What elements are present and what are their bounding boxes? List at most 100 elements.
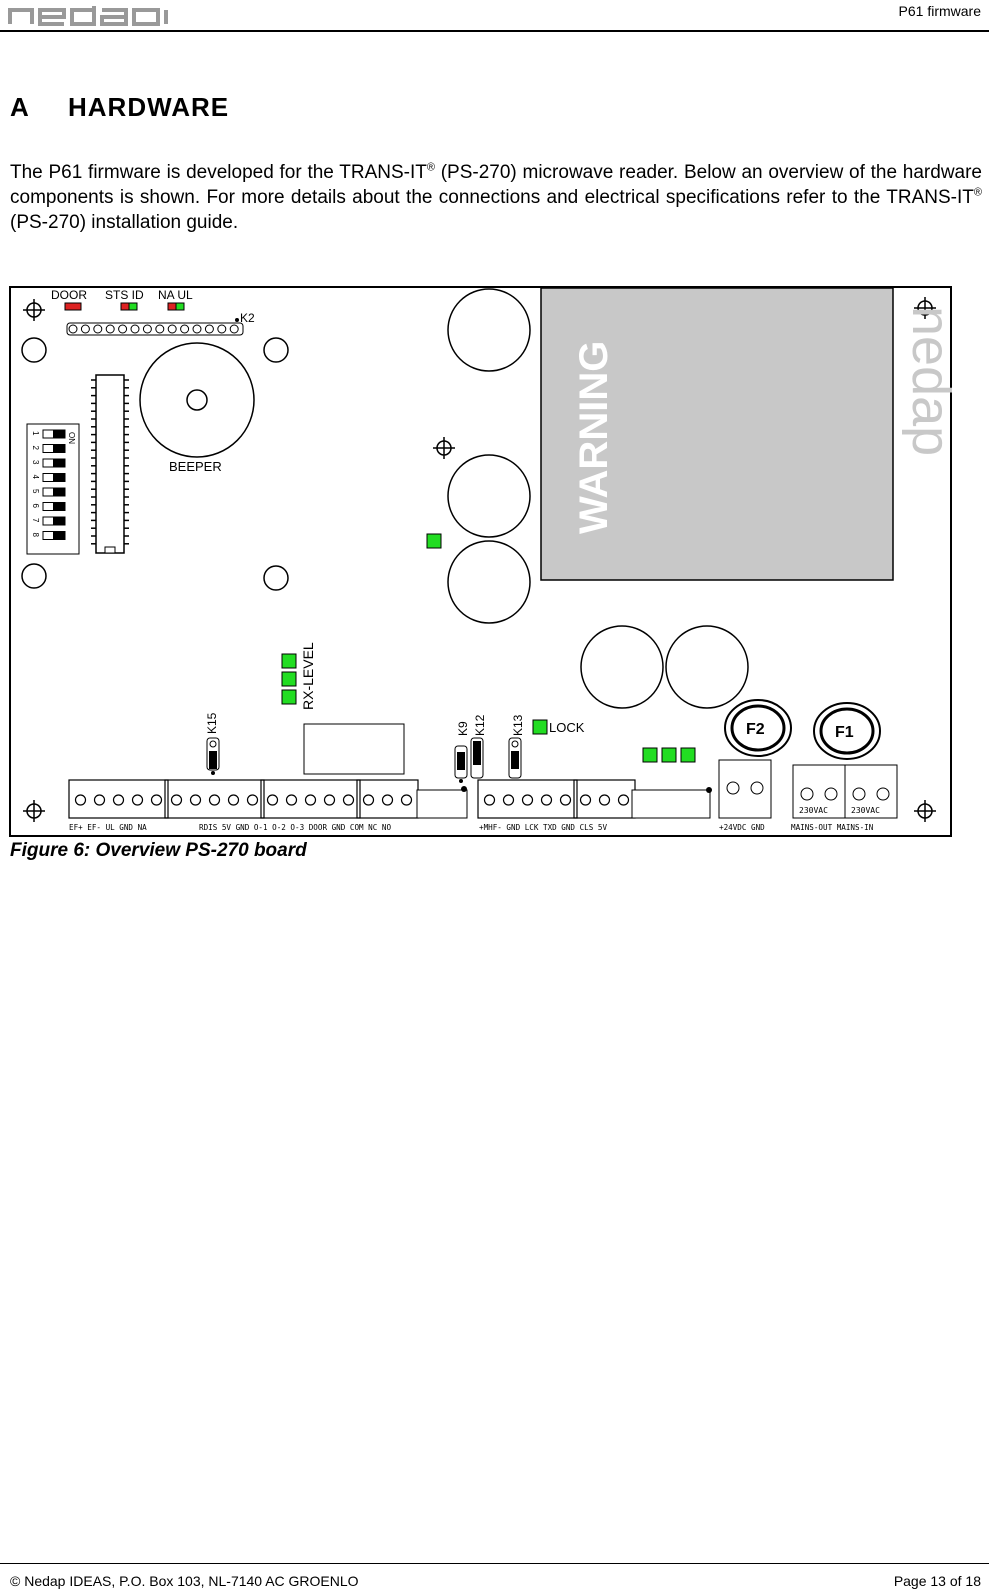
terminal-screw bbox=[400, 794, 413, 806]
k12-jumper bbox=[470, 737, 484, 779]
terminal-screw bbox=[150, 794, 163, 806]
mounting-hole bbox=[21, 563, 47, 589]
terminal-screw bbox=[342, 794, 355, 806]
header-pin bbox=[155, 324, 165, 334]
label-rx-level: RX-LEVEL bbox=[300, 642, 316, 710]
terminal-screw bbox=[227, 794, 240, 806]
label-sts-id: STS ID bbox=[105, 288, 144, 302]
registered-mark: ® bbox=[973, 186, 982, 199]
power-connector bbox=[718, 759, 772, 819]
id-led bbox=[128, 302, 138, 311]
terminal-screw bbox=[502, 794, 515, 806]
document-title: P61 firmware bbox=[898, 3, 981, 19]
capacitor bbox=[665, 625, 749, 709]
ic-notch bbox=[104, 546, 116, 554]
capacitor bbox=[447, 540, 531, 624]
capacitor bbox=[447, 454, 531, 538]
header-pin bbox=[142, 324, 152, 334]
crosshair-icon bbox=[433, 437, 455, 459]
label-f1: F1 bbox=[835, 724, 854, 741]
terminal-screw bbox=[189, 794, 202, 806]
crosshair-icon bbox=[914, 297, 936, 319]
header-pin bbox=[130, 324, 140, 334]
rx-level-leds bbox=[281, 653, 297, 705]
terminal-screw bbox=[208, 794, 221, 806]
relay bbox=[303, 723, 405, 775]
terminal-block bbox=[68, 779, 169, 819]
label-k13: K13 bbox=[511, 714, 525, 736]
fuse-f2 bbox=[724, 699, 792, 757]
dip-lever bbox=[53, 531, 65, 540]
mounting-hole bbox=[263, 565, 289, 591]
crosshair-icon bbox=[914, 800, 936, 822]
intro-text: (PS-270) installation guide. bbox=[10, 212, 239, 233]
intro-text: (PS-270) microwave reader. Below an over… bbox=[10, 162, 983, 208]
terminal-screw bbox=[521, 794, 534, 806]
k13-jumper bbox=[508, 737, 522, 779]
terminal-label-3: +MHF- GND LCK TXD GND CLS 5V bbox=[479, 823, 607, 832]
terminal-screw bbox=[559, 794, 572, 806]
beeper-hole bbox=[186, 389, 208, 411]
terminal-screw bbox=[304, 794, 317, 806]
k2-header bbox=[66, 322, 244, 336]
header-pin bbox=[217, 324, 227, 334]
crosshair-icon bbox=[23, 800, 45, 822]
label-k9: K9 bbox=[456, 721, 470, 736]
terminal-screw bbox=[266, 794, 279, 806]
dip-number: 2 bbox=[31, 446, 40, 451]
terminal-block bbox=[477, 779, 578, 819]
terminal-block bbox=[260, 779, 361, 819]
terminal-label-5: MAINS-OUT MAINS-IN bbox=[791, 823, 874, 832]
nedap-logo bbox=[8, 6, 168, 26]
label-k15: K15 bbox=[205, 712, 219, 734]
ul-led bbox=[175, 302, 185, 311]
header-pin bbox=[229, 324, 239, 334]
page-number: Page 13 of 18 bbox=[893, 1573, 981, 1589]
header-pin bbox=[105, 324, 115, 334]
k2-pin1-dot bbox=[235, 318, 239, 322]
label-k12: K12 bbox=[473, 714, 487, 736]
header-pin bbox=[204, 324, 214, 334]
label-warning: WARNING bbox=[572, 341, 616, 534]
k15-jumper bbox=[206, 737, 220, 775]
capacitor bbox=[580, 625, 664, 709]
dip-lever bbox=[53, 444, 65, 453]
registered-mark: ® bbox=[426, 161, 435, 174]
terminal-screw bbox=[362, 794, 375, 806]
dip-lever bbox=[53, 459, 65, 467]
terminal-screw bbox=[74, 794, 87, 806]
led-green bbox=[426, 533, 442, 549]
terminal-screw bbox=[246, 794, 259, 806]
connector-dot bbox=[706, 787, 712, 793]
mounting-hole bbox=[21, 337, 47, 363]
sts-led bbox=[120, 302, 130, 311]
header-pin bbox=[118, 324, 128, 334]
terminal-label-2: RDIS 5V GND O-1 O-2 O-3 DOOR GND COM NC … bbox=[199, 823, 391, 832]
label-230vac-out: 230VAC bbox=[799, 806, 828, 815]
connector-dot bbox=[461, 786, 467, 792]
mounting-marks bbox=[23, 297, 936, 822]
header-rule bbox=[0, 30, 989, 32]
intro-paragraph: The P61 firmware is developed for the TR… bbox=[10, 160, 982, 235]
terminal-screw bbox=[579, 794, 592, 806]
header-pin bbox=[192, 324, 202, 334]
crosshair-icon bbox=[23, 299, 45, 321]
warning-module bbox=[540, 287, 894, 581]
label-door: DOOR bbox=[51, 288, 87, 302]
figure-caption: Figure 6: Overview PS-270 board bbox=[10, 840, 307, 861]
header-pin bbox=[68, 324, 78, 334]
terminal-screw bbox=[170, 794, 183, 806]
dip-lever bbox=[53, 473, 65, 482]
label-lock: LOCK bbox=[549, 720, 585, 735]
label-beeper: BEEPER bbox=[169, 459, 222, 474]
label-na-ul: NA UL bbox=[158, 288, 193, 302]
section-number: A bbox=[10, 92, 30, 122]
dip-number: 1 bbox=[31, 431, 40, 436]
dip-lever bbox=[53, 488, 65, 496]
dip-number: 8 bbox=[31, 533, 40, 538]
antenna-connector bbox=[416, 789, 468, 819]
fuse-f1 bbox=[813, 702, 881, 760]
microcontroller-ic bbox=[95, 374, 125, 554]
side-nedap-logo: nedap bbox=[901, 306, 953, 456]
